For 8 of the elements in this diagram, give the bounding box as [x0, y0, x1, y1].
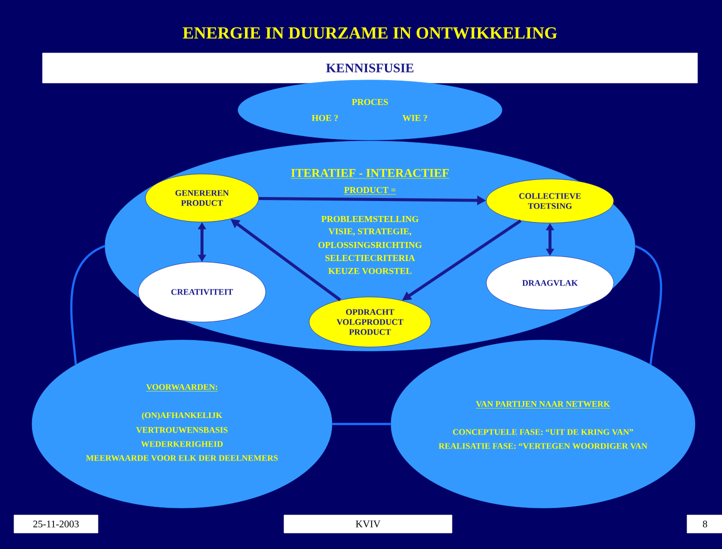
footer-box: KVIV — [284, 514, 452, 534]
footer-box: 8 — [686, 514, 722, 534]
connector-line — [332, 422, 391, 426]
footer-box: 25-11-2003 — [14, 514, 98, 534]
connector-line — [634, 245, 662, 365]
connector-line — [70, 245, 106, 365]
slide-title: ENERGIE IN DUURZAME IN ONTWIKKELING — [182, 27, 558, 39]
banner: KENNISFUSIE — [42, 52, 698, 84]
